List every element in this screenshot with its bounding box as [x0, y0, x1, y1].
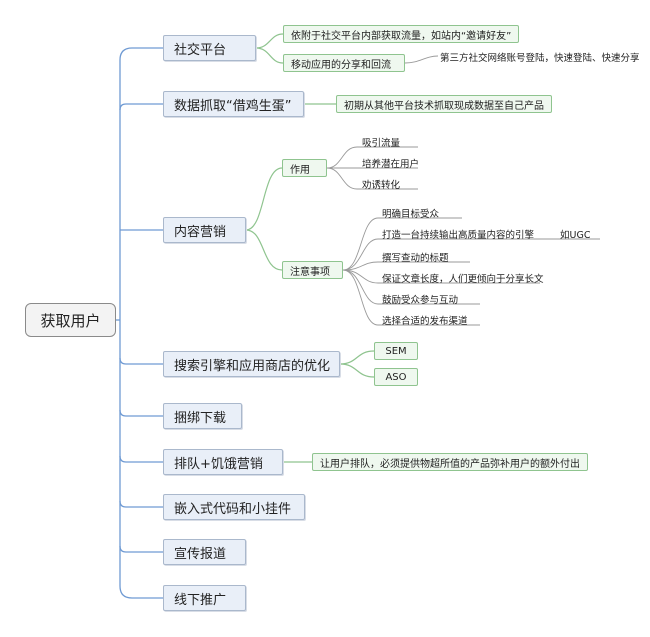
node-notice-article-length[interactable]: 保证文章长度，人们更倾向于分享长文 [382, 274, 544, 285]
node-search-sem[interactable]: SEM [374, 342, 418, 360]
node-social-share-return[interactable]: 移动应用的分享和回流 [283, 54, 405, 72]
node-content-marketing[interactable]: 内容营销 [163, 217, 246, 243]
node-content-notice[interactable]: 注意事项 [282, 261, 343, 279]
node-effect-cultivate-users[interactable]: 培养潜在用户 [362, 159, 420, 170]
node-notice-engagement[interactable]: 鼓励受众参与互动 [382, 295, 459, 306]
node-social-platform[interactable]: 社交平台 [163, 35, 256, 61]
node-embedded-code-widgets[interactable]: 嵌入式代码和小挂件 [163, 494, 305, 520]
node-effect-attract-traffic[interactable]: 吸引流量 [362, 138, 401, 149]
node-content-effect[interactable]: 作用 [282, 159, 327, 177]
node-data-scraping[interactable]: 数据抓取“借鸡生蛋” [163, 91, 304, 117]
node-notice-headline[interactable]: 撰写查动的标题 [382, 253, 449, 264]
node-offline-promotion[interactable]: 线下推广 [163, 585, 246, 611]
node-notice-content-engine[interactable]: 打造一台持续输出高质量内容的引擎 [382, 230, 535, 241]
node-queue-detail[interactable]: 让用户排队，必须提供物超所值的产品弥补用户的额外付出 [312, 453, 588, 471]
node-social-third-party-login[interactable]: 第三方社交网络账号登陆，快速登陆、快速分享 [440, 53, 640, 64]
root-node[interactable]: 获取用户 [25, 303, 116, 337]
node-bundle-download[interactable]: 捆绑下载 [163, 403, 242, 429]
node-notice-channel[interactable]: 选择合适的发布渠道 [382, 316, 468, 327]
node-effect-conversion[interactable]: 劝诱转化 [362, 180, 401, 191]
node-notice-ugc-note[interactable]: 如UGC [560, 230, 591, 241]
node-search-aso[interactable]: ASO [374, 368, 418, 386]
node-social-invite-friends[interactable]: 依附于社交平台内部获取流量，如站内“邀请好友” [283, 25, 520, 43]
node-data-scrape-detail[interactable]: 初期从其他平台技术抓取现成数据至自己产品 [336, 95, 552, 113]
node-pr-coverage[interactable]: 宣传报道 [163, 539, 246, 565]
node-search-store-optimization[interactable]: 搜索引擎和应用商店的优化 [163, 351, 340, 377]
node-notice-target-audience[interactable]: 明确目标受众 [382, 209, 440, 220]
node-queue-hunger-marketing[interactable]: 排队+饥饿营销 [163, 449, 283, 475]
